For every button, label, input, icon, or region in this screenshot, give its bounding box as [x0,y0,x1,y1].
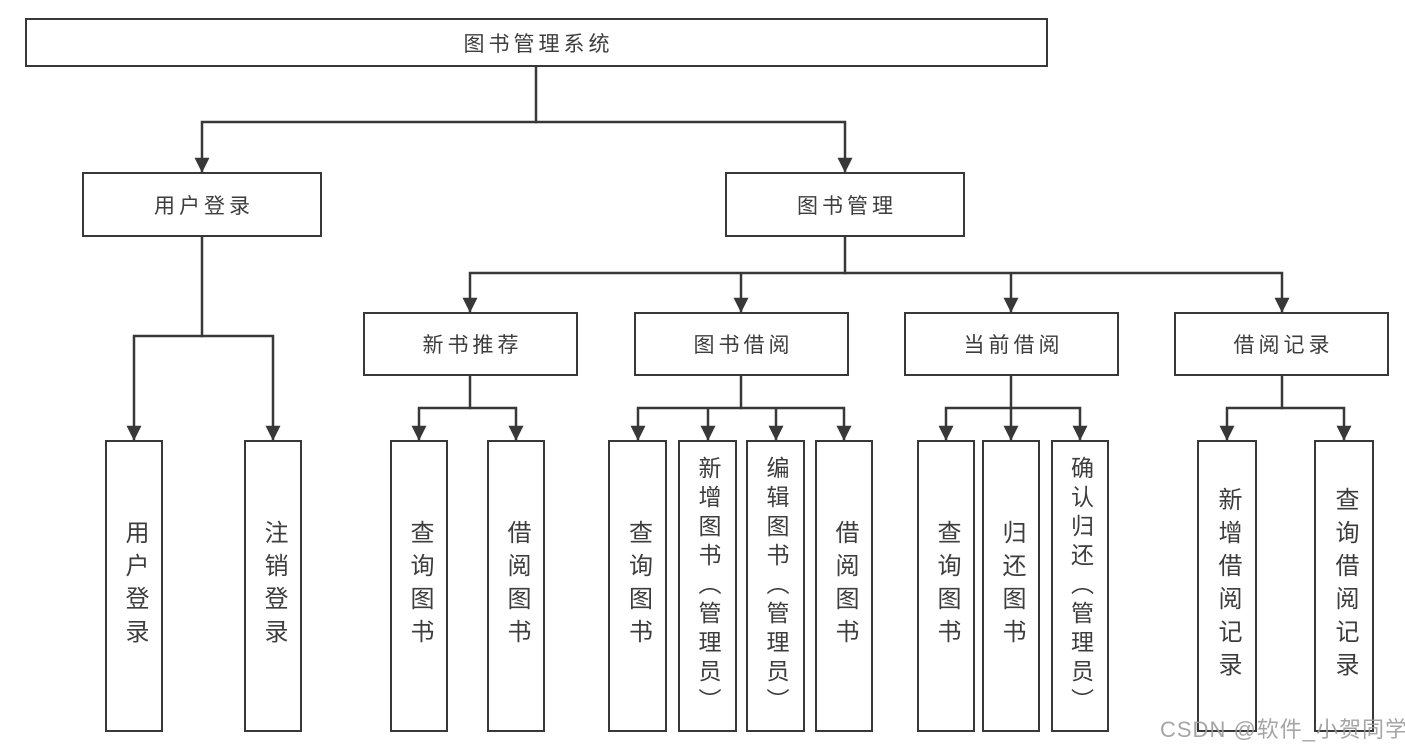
leaf-label: 新增借阅记录 [1214,487,1241,685]
leaf-label: 注销登录 [260,520,287,652]
node-book-borrowing: 图书借阅 [634,312,849,376]
leaf-add-borrow-record: 新增借阅记录 [1197,440,1257,732]
leaf-query-books-recommend: 查询图书 [390,440,448,732]
node-current-borrowing: 当前借阅 [904,312,1119,376]
leaf-label: 确认归还（管理员） [1067,455,1094,717]
leaf-label: 查询借阅记录 [1331,487,1358,685]
leaf-confirm-return-admin: 确认归还（管理员） [1051,440,1109,732]
node-new-book-recommend: 新书推荐 [363,312,578,376]
node-root: 图书管理系统 [25,18,1048,67]
leaf-label: 借阅图书 [831,520,858,652]
node-label: 图书管理 [797,194,897,218]
node-label: 图书管理系统 [463,32,614,56]
node-book-management: 图书管理 [725,172,965,237]
node-borrowing-records: 借阅记录 [1174,312,1389,376]
leaf-user-login: 用户登录 [105,440,163,732]
leaf-label: 查询图书 [406,520,433,652]
node-label: 借阅记录 [1233,334,1334,357]
leaf-borrow-books-borrowing: 借阅图书 [815,440,873,732]
leaf-label: 借阅图书 [503,520,530,652]
leaf-query-books-borrowing: 查询图书 [608,440,667,732]
leaf-borrow-books-recommend: 借阅图书 [487,440,545,732]
csdn-watermark: CSDN @软件_小贺同学 [1160,717,1405,742]
leaf-edit-book-admin: 编辑图书（管理员） [746,440,805,732]
leaf-label: 编辑图书（管理员） [763,455,789,717]
leaf-label: 查询图书 [624,520,652,652]
node-user-login: 用户登录 [82,172,322,237]
leaf-label: 用户登录 [121,520,148,652]
leaf-query-borrow-record: 查询借阅记录 [1314,440,1374,732]
node-label: 新书推荐 [422,334,523,357]
leaf-query-books-current: 查询图书 [917,440,975,732]
node-label: 当前借阅 [963,334,1064,357]
leaf-add-book-admin: 新增图书（管理员） [678,440,737,732]
leaf-label: 归还图书 [998,520,1025,652]
leaf-label: 新增图书（管理员） [695,455,721,717]
node-label: 用户登录 [154,194,254,218]
leaf-return-books: 归还图书 [982,440,1040,732]
leaf-logout: 注销登录 [244,440,302,732]
node-label: 图书借阅 [693,334,794,357]
leaf-label: 查询图书 [933,520,960,652]
